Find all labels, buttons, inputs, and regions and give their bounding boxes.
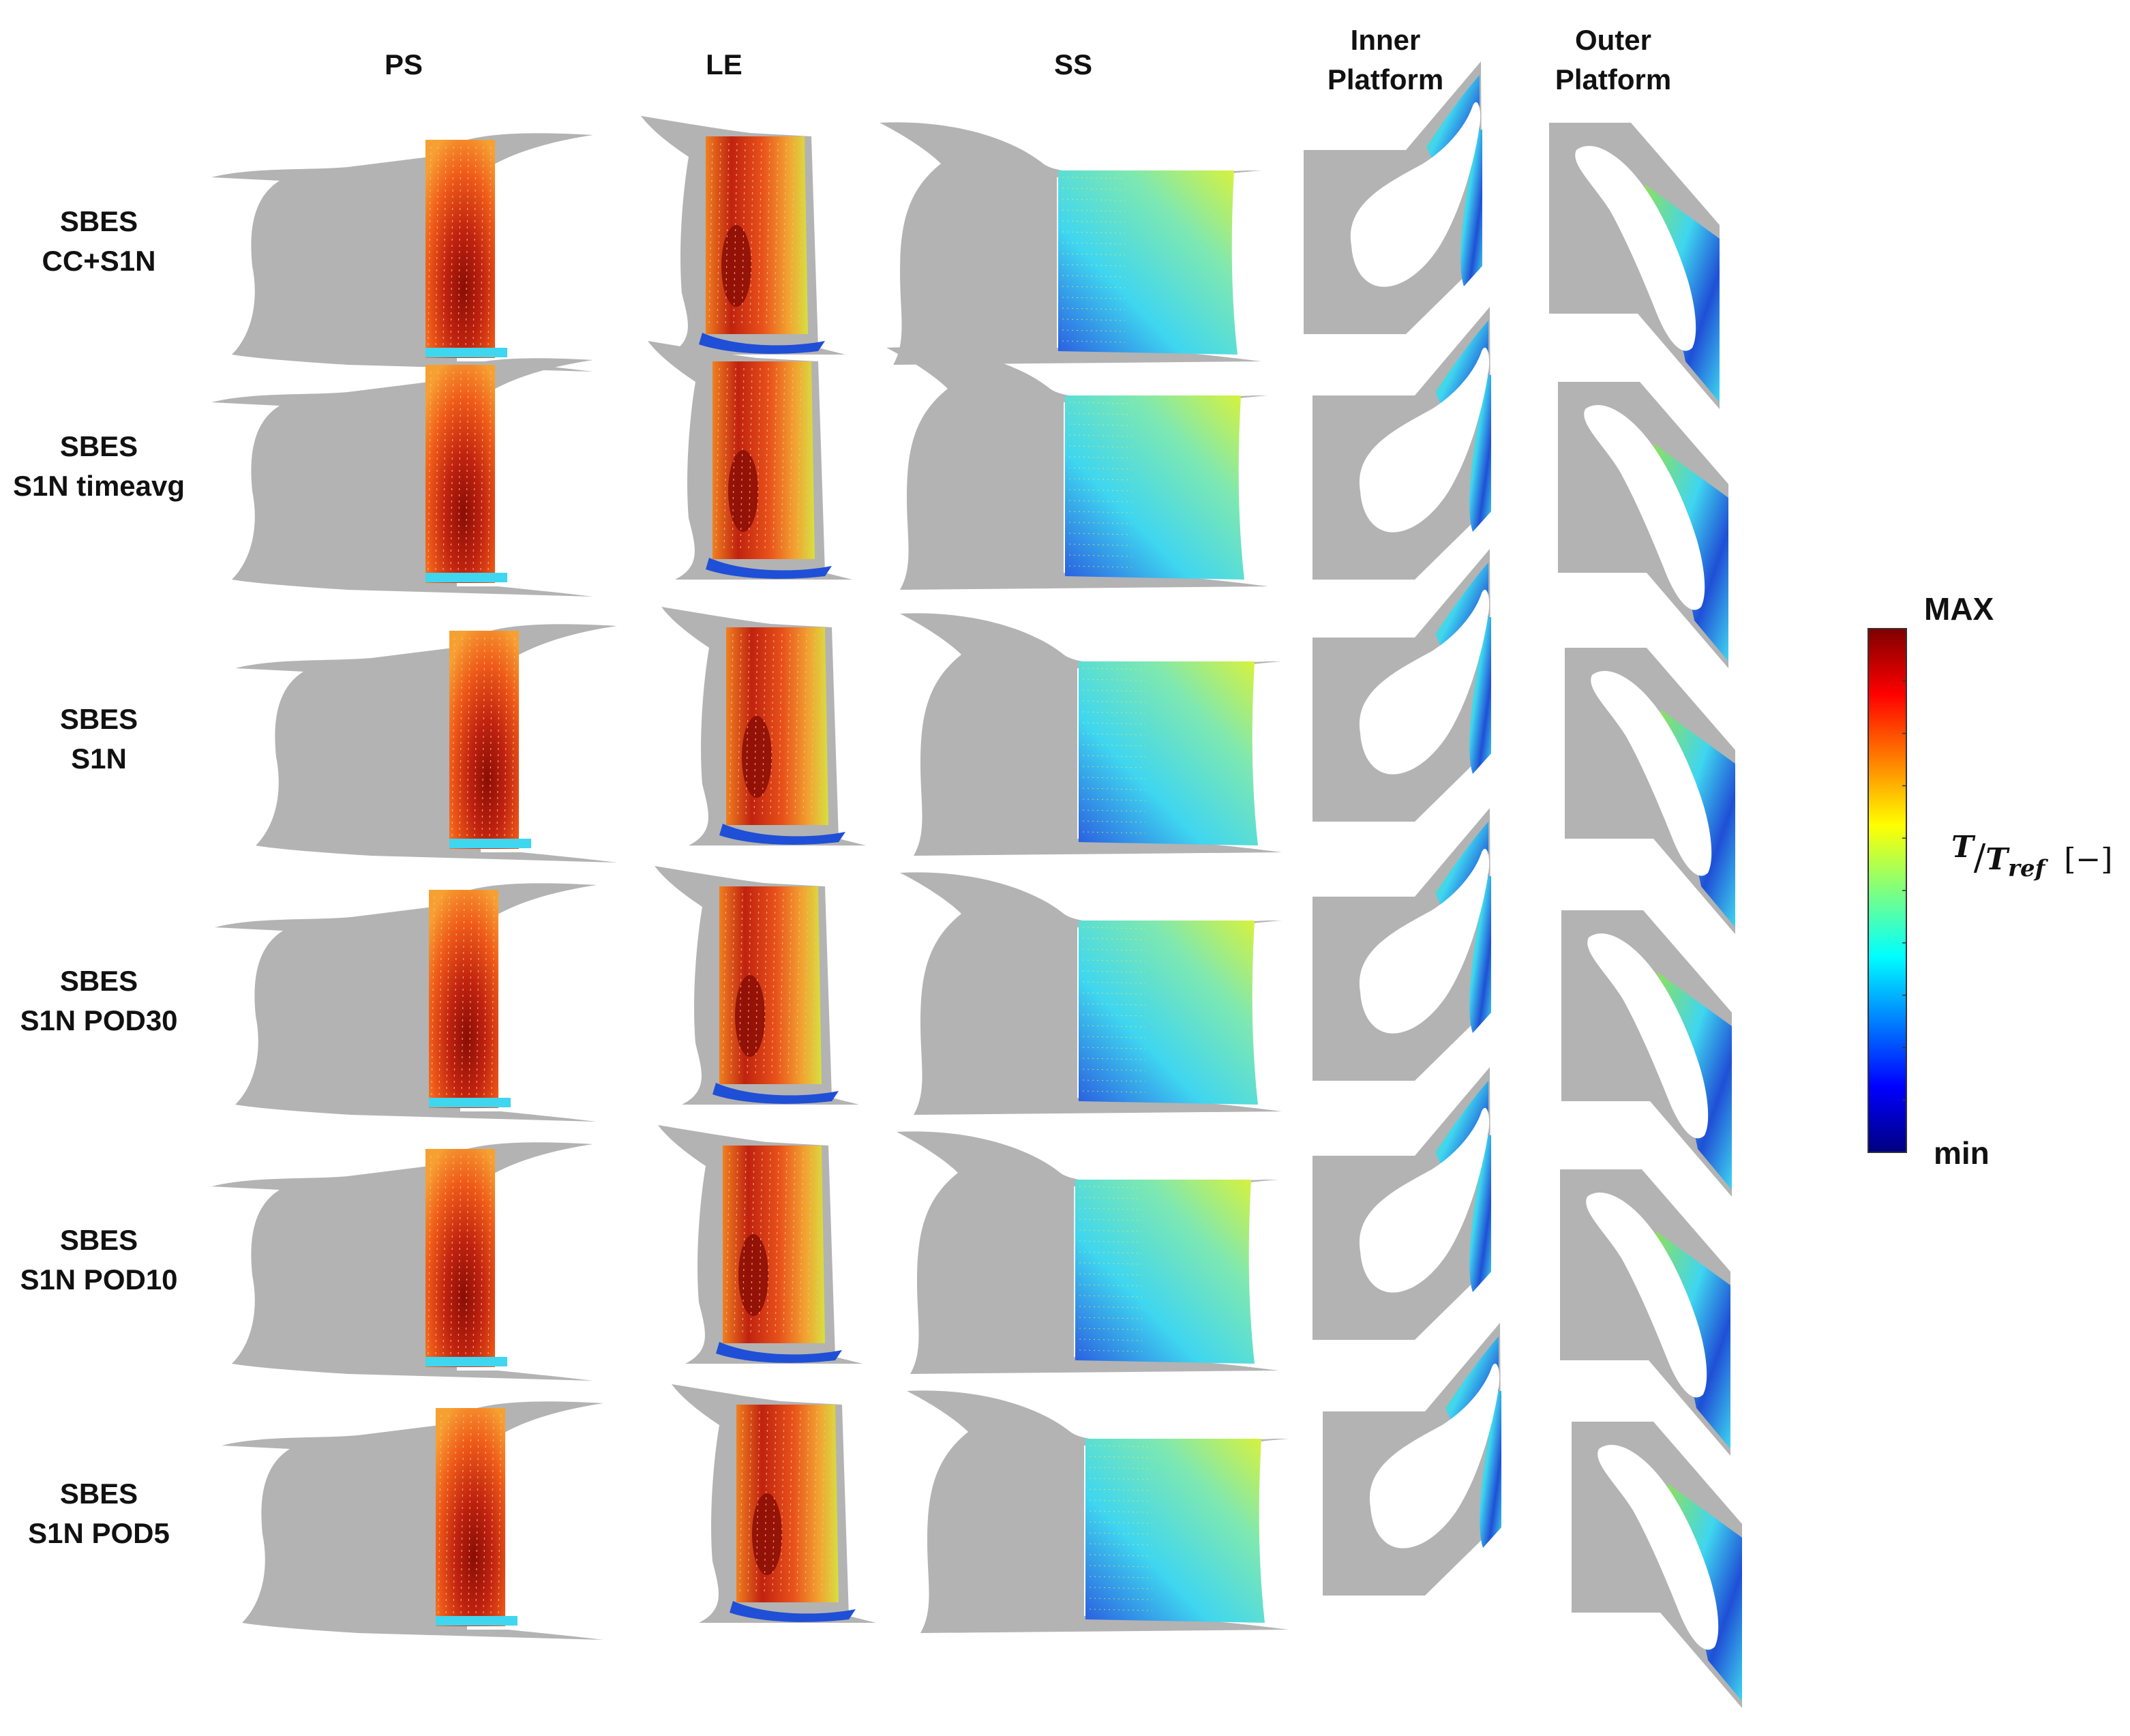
column-header-inner-platform: Inner Platform xyxy=(1327,24,1444,95)
units-label: [−] xyxy=(2064,842,2113,877)
column-header-le: LE xyxy=(706,48,742,80)
le-panel-3 xyxy=(661,607,866,845)
outer-platform-panel-6 xyxy=(1572,1422,1742,1708)
inner-platform-panel-6 xyxy=(1323,1323,1501,1596)
ps-temperature-field xyxy=(425,1149,495,1367)
outer-platform-panel-2 xyxy=(1558,382,1728,668)
inner-platform-panel-3 xyxy=(1312,549,1491,822)
ss-panel-5 xyxy=(897,1131,1278,1374)
ps-temperature-field xyxy=(425,140,495,358)
ps-temperature-field xyxy=(425,365,495,583)
ps-temperature-field xyxy=(436,1408,505,1626)
outer-platform-panel-1 xyxy=(1549,123,1720,409)
inner-platform-panel-4 xyxy=(1312,808,1491,1081)
inner-platform-panel-2 xyxy=(1312,307,1491,580)
ss-panel-4 xyxy=(900,872,1282,1115)
ss-panel-2 xyxy=(886,347,1268,590)
quantity-symbol: T xyxy=(1951,830,1974,865)
ps-temperature-field xyxy=(449,631,519,849)
ps-panel-2 xyxy=(211,358,593,597)
reference-subscript: ref xyxy=(2008,854,2045,882)
column-header-outer-platform: Outer Platform xyxy=(1555,24,1672,95)
column-header-ps: PS xyxy=(384,48,423,80)
le-panel-2 xyxy=(648,341,852,580)
ss-temperature-field xyxy=(1065,395,1244,580)
outer-platform-panel-5 xyxy=(1560,1169,1730,1456)
ps-panel-5 xyxy=(211,1142,593,1381)
ss-panel-3 xyxy=(900,613,1282,856)
outer-platform-panel-3 xyxy=(1565,648,1735,934)
ss-temperature-field xyxy=(1075,1180,1255,1364)
column-header-ss: SS xyxy=(1053,48,1093,80)
ss-temperature-field xyxy=(1079,921,1258,1105)
le-panel-4 xyxy=(655,866,859,1105)
le-panel-5 xyxy=(658,1125,862,1364)
ps-panel-3 xyxy=(235,624,617,863)
reference-symbol: T xyxy=(1985,842,2009,877)
ss-temperature-field xyxy=(1079,661,1258,845)
le-panel-1 xyxy=(641,116,845,355)
ss-temperature-field xyxy=(1058,170,1238,355)
ss-temperature-field xyxy=(1085,1439,1265,1623)
colorbar-max-label: MAX xyxy=(1924,591,1994,627)
ps-panel-1 xyxy=(211,133,593,372)
inner-platform-panel-5 xyxy=(1312,1067,1491,1340)
inner-platform-panel-1 xyxy=(1304,61,1482,334)
colorbar xyxy=(1867,628,1907,1153)
le-panel-6 xyxy=(672,1384,876,1623)
ps-panel-4 xyxy=(215,883,597,1122)
ss-panel-1 xyxy=(880,122,1261,365)
ss-panel-6 xyxy=(907,1390,1289,1633)
outer-platform-panel-4 xyxy=(1561,910,1732,1197)
ps-temperature-field xyxy=(429,890,498,1108)
colorbar-min-label: min xyxy=(1934,1135,1990,1171)
colorbar-quantity-label: T/Tref [−] xyxy=(1951,830,2113,882)
ps-panel-6 xyxy=(222,1401,603,1640)
